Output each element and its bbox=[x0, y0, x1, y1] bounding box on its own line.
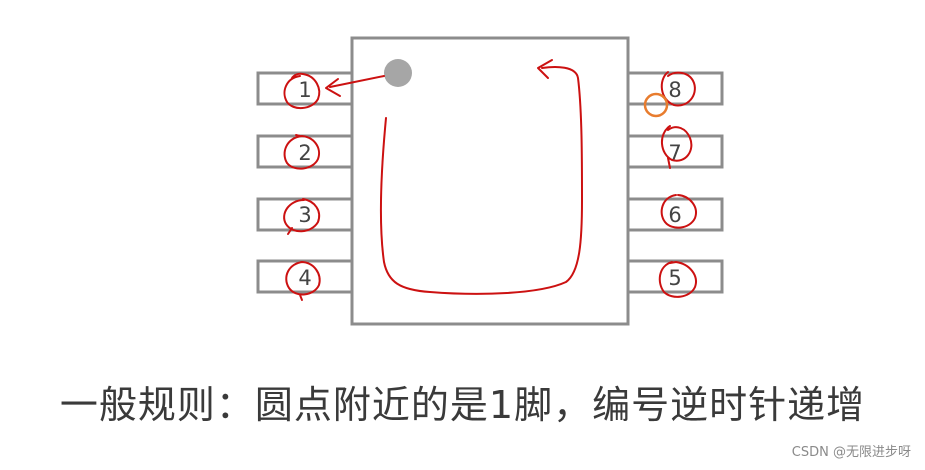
pin-pad-4 bbox=[256, 259, 354, 294]
pin-pad-7 bbox=[626, 134, 724, 169]
caption-text: 一般规则：圆点附近的是1脚，编号逆时针递增 bbox=[59, 383, 866, 427]
ink-loop-arrowhead bbox=[537, 59, 553, 79]
pin-label-5: 5 bbox=[668, 266, 681, 290]
ink-circle-pin-7 bbox=[661, 125, 693, 169]
pin-pad-3 bbox=[256, 197, 354, 232]
cursor-highlight bbox=[643, 92, 669, 118]
pin-pad-6 bbox=[626, 197, 724, 232]
ink-arrow-to-pin1 bbox=[329, 75, 385, 88]
ink-circle-pin-1 bbox=[283, 72, 321, 109]
pin-pad-2 bbox=[256, 134, 354, 169]
pin-label-8: 8 bbox=[668, 78, 681, 102]
pin1-dot bbox=[384, 59, 412, 87]
ink-circle-pin-3 bbox=[283, 198, 321, 235]
pin-label-2: 2 bbox=[298, 141, 311, 165]
pin-label-3: 3 bbox=[298, 203, 311, 227]
watermark: CSDN @无限进步呀 bbox=[791, 445, 911, 460]
ink-arrowhead-pin1 bbox=[325, 78, 341, 97]
pin-pad-1 bbox=[256, 71, 354, 106]
ink-circle-pin-8 bbox=[660, 71, 696, 107]
ink-circle-pin-4 bbox=[285, 261, 321, 301]
pin-label-6: 6 bbox=[668, 203, 681, 227]
pin-pad-8 bbox=[626, 71, 724, 106]
pin-label-1: 1 bbox=[298, 78, 311, 102]
ink-circle-pin-2 bbox=[283, 134, 320, 170]
ink-circle-pin-6 bbox=[660, 194, 697, 229]
pin-pad-5 bbox=[626, 259, 724, 294]
ink-circle-pin-5 bbox=[658, 261, 697, 298]
ink-ccw-loop bbox=[379, 66, 583, 295]
pin-label-4: 4 bbox=[298, 266, 311, 290]
